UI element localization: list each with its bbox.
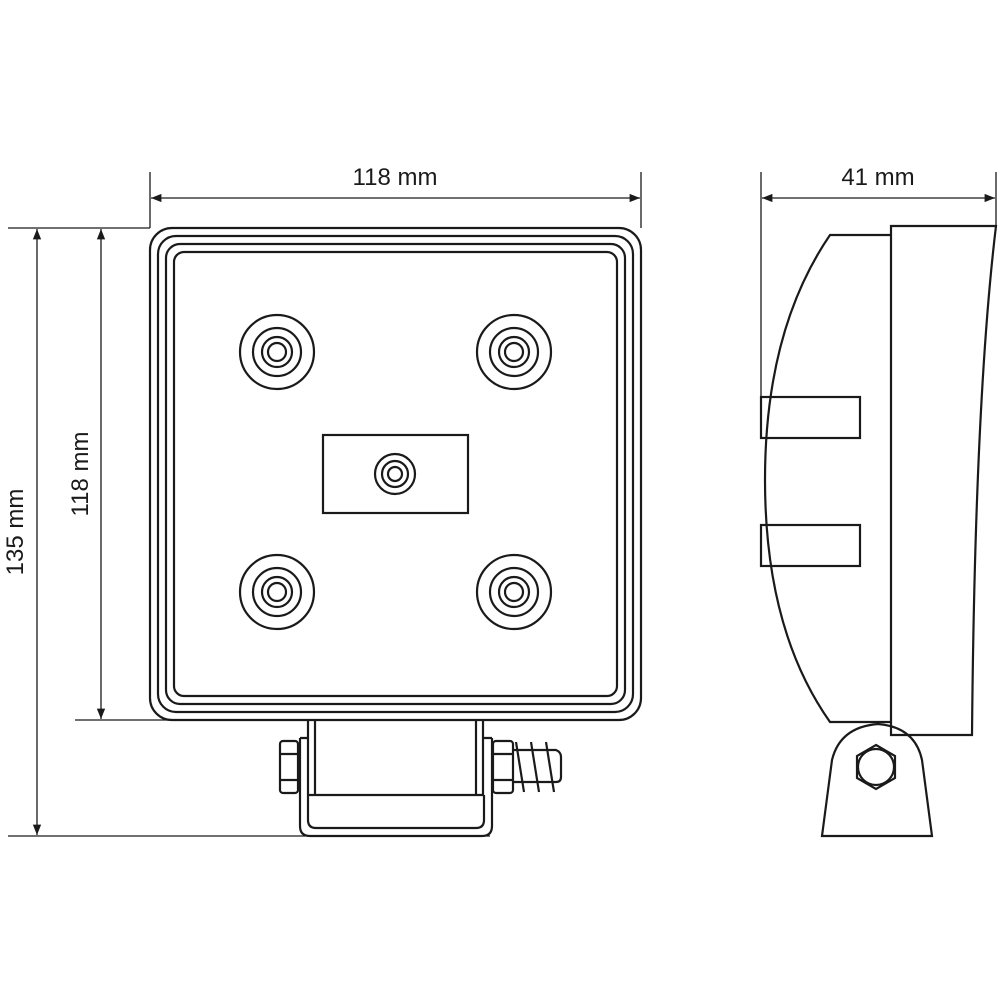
- side-view: [759, 224, 998, 838]
- center-plate: [321, 433, 470, 515]
- dimension-width: 118 mm: [149, 164, 642, 228]
- dimension-housing-height: 118 mm: [67, 228, 305, 721]
- width-label: 118 mm: [353, 164, 438, 191]
- nut-left: [278, 739, 300, 795]
- total-height-label: 135 mm: [2, 489, 29, 576]
- led-bottom-left: [238, 553, 316, 631]
- housing-height-label: 118 mm: [67, 432, 94, 517]
- mounting-bracket: [298, 721, 494, 838]
- led-top-right: [475, 313, 553, 391]
- front-view: [148, 226, 643, 838]
- side-mount: [820, 722, 934, 838]
- dimension-depth: 41 mm: [760, 164, 997, 397]
- dimension-total-height: 135 mm: [2, 227, 490, 837]
- bolt-right: [491, 739, 563, 795]
- led-top-left: [238, 313, 316, 391]
- led-bottom-right: [475, 553, 553, 631]
- depth-label: 41 mm: [841, 164, 914, 191]
